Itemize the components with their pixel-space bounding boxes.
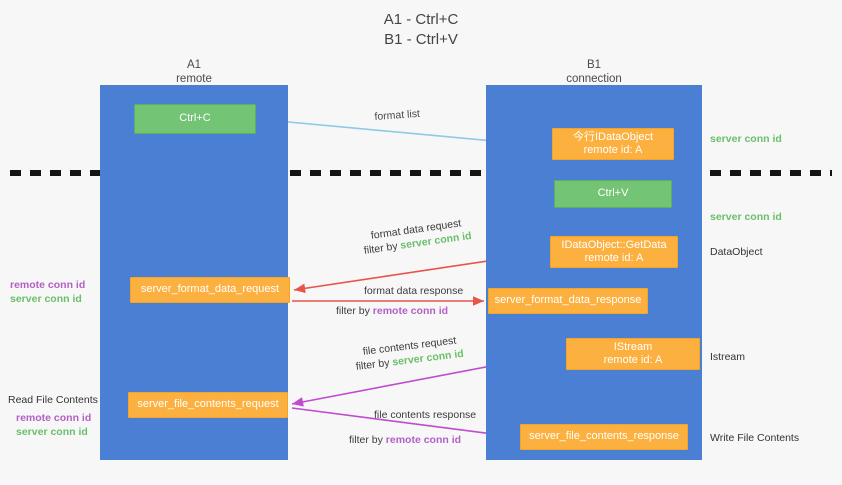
edge-label-file-contents-response-text: file contents response	[374, 409, 477, 421]
edge-filter-file-contents-response: filter by remote conn id	[349, 433, 461, 448]
left-server-conn-id-1: server conn id	[10, 293, 82, 305]
left-remote-conn-id-2: remote conn id	[16, 412, 92, 424]
right-label-write-file-contents: Write File Contents	[710, 432, 800, 444]
right-label-server-conn-id-top: server conn id	[710, 133, 782, 145]
node-ctrl-v-line1: Ctrl+V	[597, 187, 629, 200]
edge-label-format-data-response: format data response	[364, 284, 463, 299]
node-idataobject[interactable]: 今行IDataObject remote id: A	[552, 128, 674, 160]
lane-b1-name: B1	[586, 59, 602, 71]
title-line-2: B1 - Ctrl+V	[384, 31, 458, 48]
node-file-resp-label: server_file_contents_response	[529, 430, 679, 443]
edge-label-file-contents-response: file contents response	[374, 408, 476, 423]
left-label-read-file-contents: Read File Contents	[8, 394, 98, 406]
filter-prefix-3: filter by	[355, 356, 394, 373]
left-label-conn-ids-2: remote conn id server conn id	[16, 411, 91, 439]
lane-header-b1: B1 connection	[486, 58, 702, 86]
edge-filter-format-data-response: filter by remote conn id	[336, 304, 448, 319]
left-label-conn-ids-1: remote conn id server conn id	[10, 278, 85, 306]
lane-a1-name: A1	[186, 59, 202, 71]
node-idataobject-getdata[interactable]: IDataObject::GetData remote id: A	[550, 236, 678, 268]
node-server-file-contents-response[interactable]: server_file_contents_response	[520, 424, 688, 450]
node-ctrl-c-line1: Ctrl+C	[179, 112, 211, 125]
node-idataobject-line1: 今行IDataObject	[572, 130, 654, 143]
left-server-conn-id-2: server conn id	[16, 426, 88, 438]
node-istream-line2: remote id: A	[603, 354, 663, 366]
title-line-1: A1 - Ctrl+C	[383, 11, 459, 28]
edge-label-format-list: format list	[374, 107, 421, 123]
node-getdata-line1: IDataObject::GetData	[561, 238, 667, 251]
lane-a1-sub: remote	[176, 73, 212, 85]
node-server-format-data-response[interactable]: server_format_data_response	[488, 288, 648, 314]
filter-value-remote-conn-id-2: remote conn id	[385, 434, 462, 446]
node-getdata-line2: remote id: A	[584, 252, 644, 264]
node-server-file-contents-request[interactable]: server_file_contents_request	[128, 392, 288, 418]
right-label-server-conn-id-mid: server conn id	[710, 211, 782, 223]
node-istream[interactable]: IStream remote id: A	[566, 338, 700, 370]
node-ctrl-v[interactable]: Ctrl+V	[554, 180, 672, 208]
right-label-dataobject: DataObject	[710, 246, 763, 258]
node-fmt-resp-label: server_format_data_response	[494, 294, 642, 307]
node-file-req-label: server_file_contents_request	[137, 398, 279, 411]
edge-label-format-data-response-text: format data response	[364, 285, 464, 297]
node-fmt-req-label: server_format_data_request	[140, 283, 280, 296]
right-label-istream: Istream	[710, 351, 746, 363]
filter-value-remote-conn-id-1: remote conn id	[372, 305, 449, 317]
lane-b1-sub: connection	[566, 73, 622, 85]
filter-prefix-2: filter by	[336, 305, 373, 317]
page-title: A1 - Ctrl+C B1 - Ctrl+V	[0, 10, 842, 50]
node-idataobject-line2: remote id: A	[583, 144, 643, 156]
node-ctrl-c[interactable]: Ctrl+C	[134, 104, 256, 134]
node-server-format-data-request[interactable]: server_format_data_request	[130, 277, 290, 303]
lane-header-a1: A1 remote	[100, 58, 288, 86]
filter-prefix-4: filter by	[349, 434, 386, 446]
node-istream-line1: IStream	[613, 340, 653, 353]
filter-prefix-1: filter by	[363, 239, 402, 257]
left-remote-conn-id-1: remote conn id	[10, 279, 86, 291]
